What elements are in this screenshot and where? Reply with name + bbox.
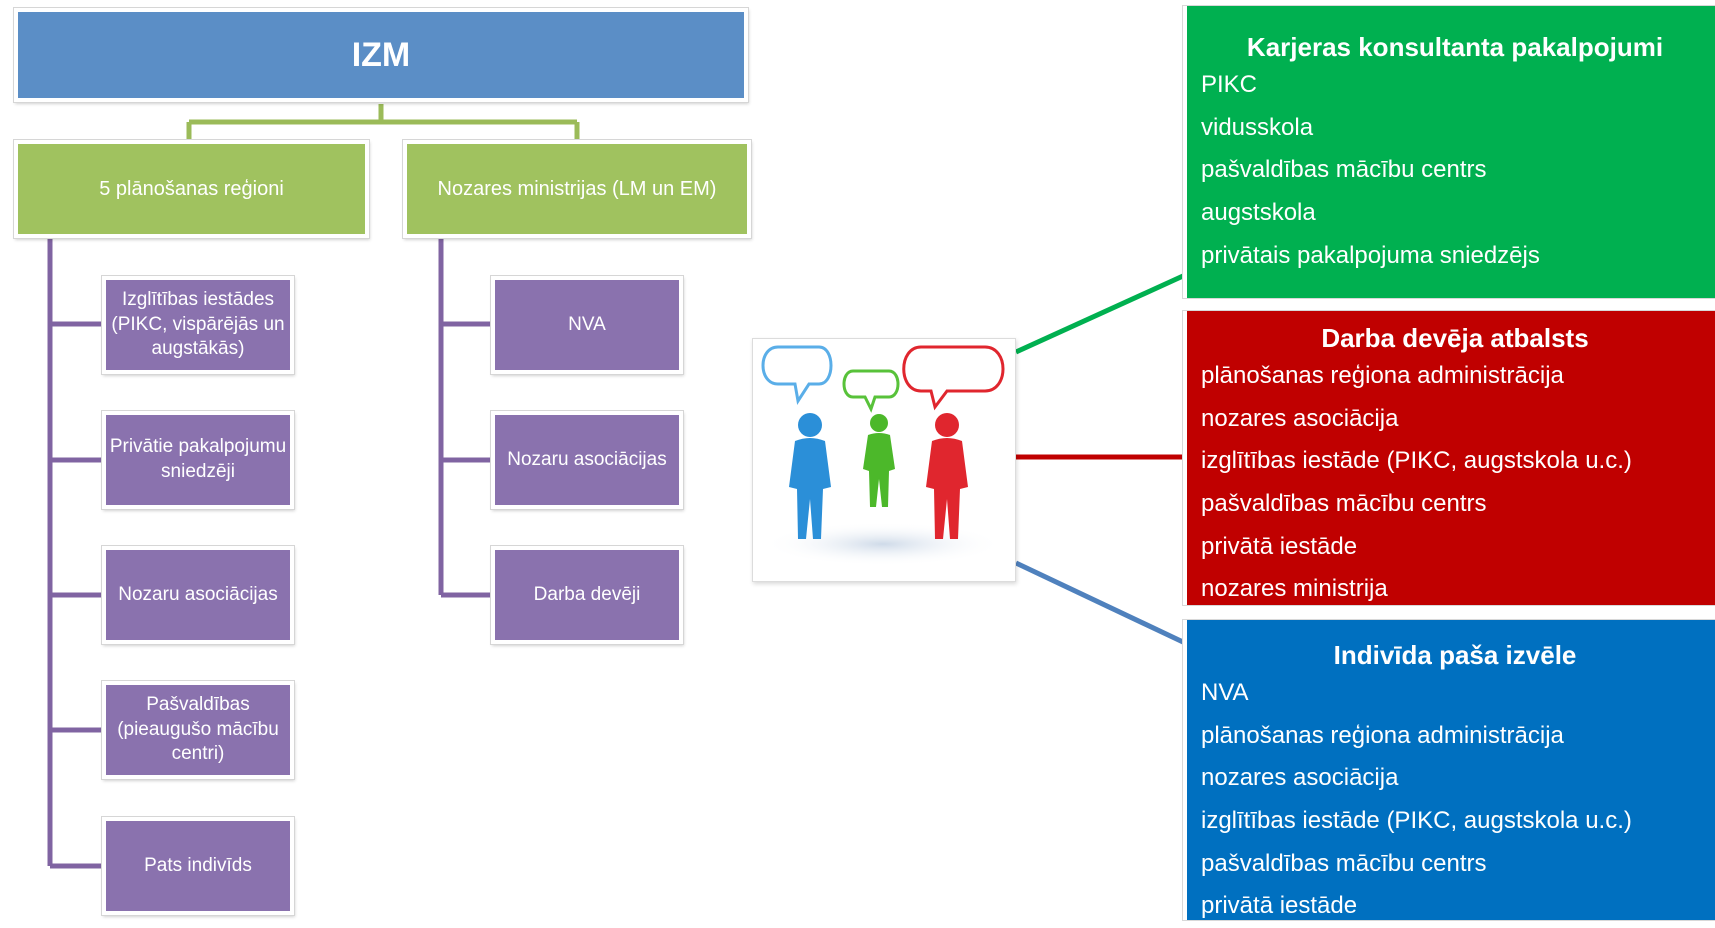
leaf-label: Nozaru asociācijas <box>118 583 278 605</box>
panel-item: nozares asociācija <box>1201 764 1399 792</box>
izm-label: IZM <box>351 35 411 74</box>
branch-label: Nozares ministrijas (LM un EM) <box>437 177 717 200</box>
leaf-education-institutions: Izglītības iestādes (PIKC, vispārējās un… <box>102 276 294 374</box>
leaf-label: NVA <box>568 313 606 335</box>
leaf-label: Privātie pakalpojumu sniedzēji <box>109 436 287 482</box>
leaf-label: Darba devēji <box>533 583 641 605</box>
leaf-label: Pats indivīds <box>144 854 252 876</box>
panel-employer-support: Darba devēja atbalsts plānošanas reģiona… <box>1183 311 1715 605</box>
panel-item: plānošanas reģiona administrācija <box>1201 721 1564 749</box>
panel-item: plānošanas reģiona administrācija <box>1201 362 1564 389</box>
leaf-municipalities: Pašvaldības (pieaugušo mācību centri) <box>102 681 294 779</box>
panel-item: izglītības iestāde (PIKC, augstskola u.c… <box>1201 447 1632 475</box>
panel-item: vidusskola <box>1201 113 1314 141</box>
izm-branch-connector <box>186 104 580 140</box>
panel-individual-choice: Indivīda paša izvēle NVA plānošanas reģi… <box>1183 620 1715 920</box>
people-talking-illustration <box>752 338 1016 582</box>
panel-title: Indivīda paša izvēle <box>1333 640 1577 670</box>
panel-title: Karjeras konsultanta pakalpojumi <box>1246 32 1664 62</box>
right-tree-connector <box>438 238 491 598</box>
leaf-label: Izglītības iestādes (PIKC, vispārējās un… <box>111 288 285 360</box>
people-talking-icon <box>761 345 1005 566</box>
blue-panel-connector <box>1014 560 1185 645</box>
leaf-label: Pašvaldības (pieaugušo mācību centri) <box>117 693 279 765</box>
panel-item: NVA <box>1201 679 1249 706</box>
leaf-industry-associations-2: Nozaru asociācijas <box>491 411 683 509</box>
branch-planning-regions: 5 plānošanas reģioni <box>14 140 369 238</box>
leaf-private-providers: Privātie pakalpojumu sniedzēji <box>102 411 294 509</box>
panel-career-consultant: Karjeras konsultanta pakalpojumi PIKC vi… <box>1183 6 1715 298</box>
branch-label: 5 plānošanas reģioni <box>99 177 284 200</box>
green-panel-connector <box>1014 273 1185 355</box>
izm-node: IZM <box>14 8 748 102</box>
leaf-nva: NVA <box>491 276 683 374</box>
panel-item: augstskola <box>1201 199 1316 227</box>
leaf-industry-associations: Nozaru asociācijas <box>102 546 294 644</box>
panel-item: nozares ministrija <box>1201 575 1388 603</box>
panel-item: privātā iestāde <box>1201 892 1358 920</box>
panel-item: privātais pakalpojuma sniedzējs <box>1201 241 1540 269</box>
leaf-employers: Darba devēji <box>491 546 683 644</box>
panel-item: pašvaldības mācību centrs <box>1201 490 1487 518</box>
panel-title: Darba devēja atbalsts <box>1321 323 1589 353</box>
left-tree-connector <box>47 238 102 869</box>
panel-item: PIKC <box>1201 71 1258 98</box>
panel-item: izglītības iestāde (PIKC, augstskola u.c… <box>1201 807 1632 835</box>
panel-item: privātā iestāde <box>1201 532 1358 560</box>
panel-item: pašvaldības mācību centrs <box>1201 156 1487 184</box>
panel-item: pašvaldības mācību centrs <box>1201 849 1487 877</box>
leaf-label: Nozaru asociācijas <box>507 448 667 470</box>
leaf-individual: Pats indivīds <box>102 817 294 915</box>
branch-ministries: Nozares ministrijas (LM un EM) <box>403 140 751 238</box>
panel-item: nozares asociācija <box>1201 404 1399 432</box>
